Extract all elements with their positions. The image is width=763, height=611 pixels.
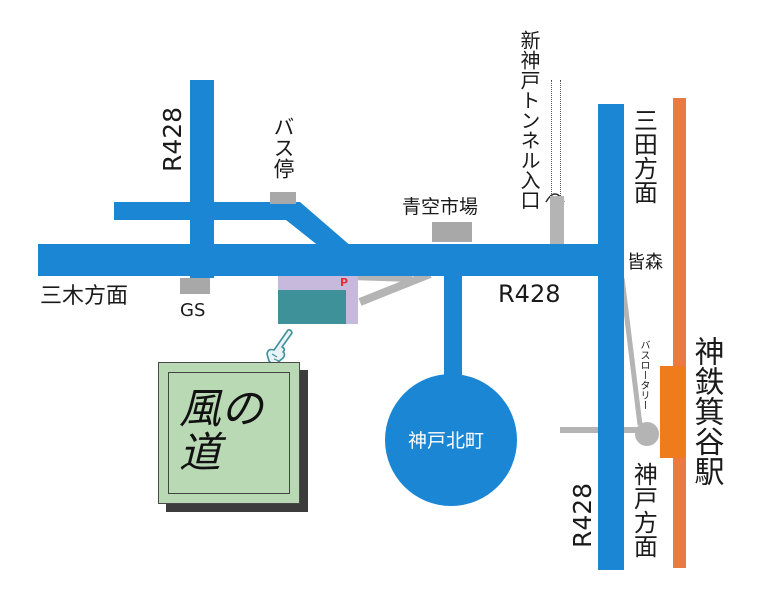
route-428-center-label: R428 <box>498 280 561 308</box>
miki-direction-label: 三木方面 <box>40 284 129 309</box>
shop-name: 風の道 <box>179 384 264 478</box>
gas-station-label: GS <box>180 300 206 321</box>
tunnel-access-road <box>550 196 564 244</box>
parking-mark: P <box>340 276 349 289</box>
kobe-kitamachi-label: 神戸北町 <box>408 430 485 452</box>
kitamachi-access-road <box>444 268 462 378</box>
kobe-kitamachi-circle <box>385 374 517 506</box>
bus-stop-sign <box>270 192 296 204</box>
tunnel-entrance-label: 新神戸トンネル入口 <box>517 30 541 210</box>
sanda-direction-label: 三田方面 <box>629 108 658 204</box>
tunnel-dotted-line <box>551 80 561 200</box>
bus-rotary-label: バスロータリー <box>638 340 649 410</box>
route-428-east-north-south <box>598 104 624 570</box>
shop-sign-inner-frame <box>168 372 290 494</box>
bus-stop-label: バス停 <box>271 116 295 179</box>
kobe-direction-label: 神戸方面 <box>629 462 658 558</box>
route-428-upper-left-label: R428 <box>158 106 187 172</box>
station-platform <box>660 366 685 458</box>
route-428-main-east-west <box>38 244 624 276</box>
shop-sign: 風の道 <box>158 362 300 504</box>
bus-rotary-circle <box>635 422 659 446</box>
pointing-hand-icon <box>266 329 293 365</box>
aozora-market-label: 青空市場 <box>402 196 479 218</box>
shop-block <box>278 290 346 324</box>
route-428-lower-right-label: R428 <box>568 482 597 548</box>
minamori-label: 皆森 <box>627 252 663 273</box>
station-label: 神鉄箕谷駅 <box>688 336 724 486</box>
aozora-market-building <box>432 222 472 242</box>
gas-station-building <box>180 278 210 294</box>
